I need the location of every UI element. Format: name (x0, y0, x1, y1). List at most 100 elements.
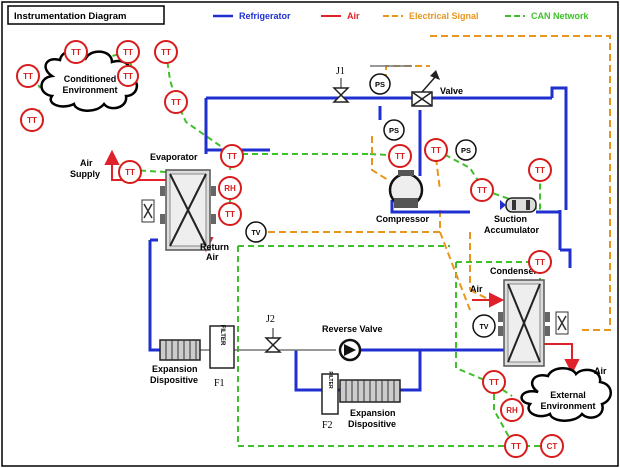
sensor-ct-label: CT (547, 442, 558, 451)
expansion-2-label-1: Expansion (350, 408, 396, 418)
j1-label: J1 (336, 66, 345, 77)
sensor-tt-label: TT (489, 378, 499, 387)
can-network-lines (31, 51, 552, 447)
sensor-tt-label: TT (477, 186, 487, 195)
sensor-ps-label: PS (461, 146, 471, 155)
sensor-tt: TT (164, 90, 188, 114)
filter-f2-label: F2 (322, 420, 333, 431)
legend-refrigerator-label: Refrigerator (239, 11, 291, 21)
sensors-red: TT TT TT TT TT TT TT TT TT RH TT TT TT T… (16, 40, 564, 458)
sensor-tt-label: TT (27, 116, 37, 125)
suction-accumulator-label-2: Accumulator (484, 225, 540, 235)
sensor-ps: PS (369, 73, 391, 95)
sensor-tt: TT (388, 144, 412, 168)
condenser-label: Condenser (490, 266, 538, 276)
title-box (7, 5, 165, 25)
air-supply-label-2: Supply (70, 169, 100, 179)
sensor-tv: TV (472, 314, 496, 338)
return-air-label-1: Return (200, 242, 229, 252)
sensor-ps: PS (455, 139, 477, 161)
j1-valve: J1 (332, 66, 350, 103)
sensor-ps-label: PS (375, 80, 385, 89)
sensor-tt-label: TT (511, 442, 521, 451)
sensor-tt-label: TT (23, 72, 33, 81)
legend-electrical-label: Electrical Signal (409, 11, 479, 21)
sensor-tv-label: TV (252, 230, 261, 237)
thin-piping (200, 65, 412, 351)
sensor-rh: RH (500, 398, 524, 422)
sensor-tt: TT (218, 202, 242, 226)
sensor-tt: TT (20, 108, 44, 132)
sensor-tt-label: TT (125, 168, 135, 177)
compressor-label: Compressor (376, 214, 430, 224)
compressor: Compressor (376, 170, 430, 224)
external-environment-cloud (520, 367, 612, 422)
diagram-title: Instrumentation Diagram (14, 11, 126, 22)
expansion-dispositive-1: Expansion Dispositive (150, 339, 201, 385)
reverse-valve-label: Reverse Valve (322, 324, 383, 334)
sensor-tt-label: TT (225, 210, 235, 219)
external-environment: External Environment (520, 367, 612, 422)
j2-valve: J2 (264, 314, 282, 353)
suction-accumulator: Suction Accumulator (484, 197, 540, 235)
sensor-tt: TT (424, 138, 448, 162)
reverse-valve: Reverse Valve (322, 324, 383, 362)
filter-f1-label: F1 (214, 378, 225, 389)
expansion-dispositive-2: Expansion Dispositive (339, 379, 401, 429)
filter-f2-text: FILTER (327, 371, 333, 389)
suction-accumulator-label-1: Suction (494, 214, 527, 224)
sensor-tt-label: TT (123, 72, 133, 81)
sensor-tt-label: TT (535, 166, 545, 175)
legend-can-label: CAN Network (531, 11, 590, 21)
sensor-tt-label: TT (71, 48, 81, 57)
condenser-fan-icon (555, 311, 569, 335)
evaporator: Evaporator (141, 152, 216, 251)
electrical-signal-lines (268, 35, 611, 331)
condenser: Condenser (490, 266, 569, 367)
external-environment-label-1: External (550, 390, 586, 400)
legend-air-label: Air (347, 11, 360, 21)
expansion-1-label-2: Dispositive (150, 375, 198, 385)
legend: Refrigerator Air Electrical Signal CAN N… (213, 11, 590, 21)
sensor-tt-label: TT (227, 152, 237, 161)
sensor-tv-label: TV (480, 324, 489, 331)
filter-f1: FILTER F1 (209, 325, 235, 389)
sensor-tt: TT (504, 434, 528, 458)
sensor-tt: TT (118, 160, 142, 184)
sensor-tt: TT (116, 40, 140, 64)
j2-label: J2 (266, 314, 275, 325)
valve-label: Valve (440, 86, 463, 96)
expansion-1-label-1: Expansion (152, 364, 198, 374)
sensor-rh-label: RH (506, 406, 518, 415)
evaporator-fan-icon (141, 199, 155, 223)
sensor-ps: PS (383, 119, 405, 141)
return-air-label-2: Air (206, 252, 219, 262)
sensor-tt-label: TT (395, 152, 405, 161)
valve: Valve (411, 70, 463, 107)
conditioned-environment-label-1: Conditioned (64, 74, 117, 84)
sensor-ps-label: PS (389, 126, 399, 135)
conditioned-environment-label-2: Environment (62, 85, 117, 95)
sensor-tt-label: TT (171, 98, 181, 107)
sensor-ct: CT (540, 434, 564, 458)
air-out-label: Air (594, 366, 607, 376)
sensor-tv: TV (245, 221, 267, 243)
sensors-black: PS PS PS TV TV (245, 73, 496, 338)
sensor-rh: RH (218, 176, 242, 200)
sensor-tt: TT (482, 370, 506, 394)
filter-f1-text: FILTER (219, 325, 225, 346)
sensor-tt: TT (117, 65, 139, 87)
sensor-tt-label: TT (123, 48, 133, 57)
sensor-tt: TT (528, 250, 552, 274)
air-in-label: Air (470, 284, 483, 294)
evaporator-label: Evaporator (150, 152, 198, 162)
sensor-tt-label: TT (431, 146, 441, 155)
sensor-tt-label: TT (535, 258, 545, 267)
expansion-2-label-2: Dispositive (348, 419, 396, 429)
sensor-tt-label: TT (161, 48, 171, 57)
sensor-tt: TT (154, 40, 178, 64)
sensor-tt: TT (528, 158, 552, 182)
